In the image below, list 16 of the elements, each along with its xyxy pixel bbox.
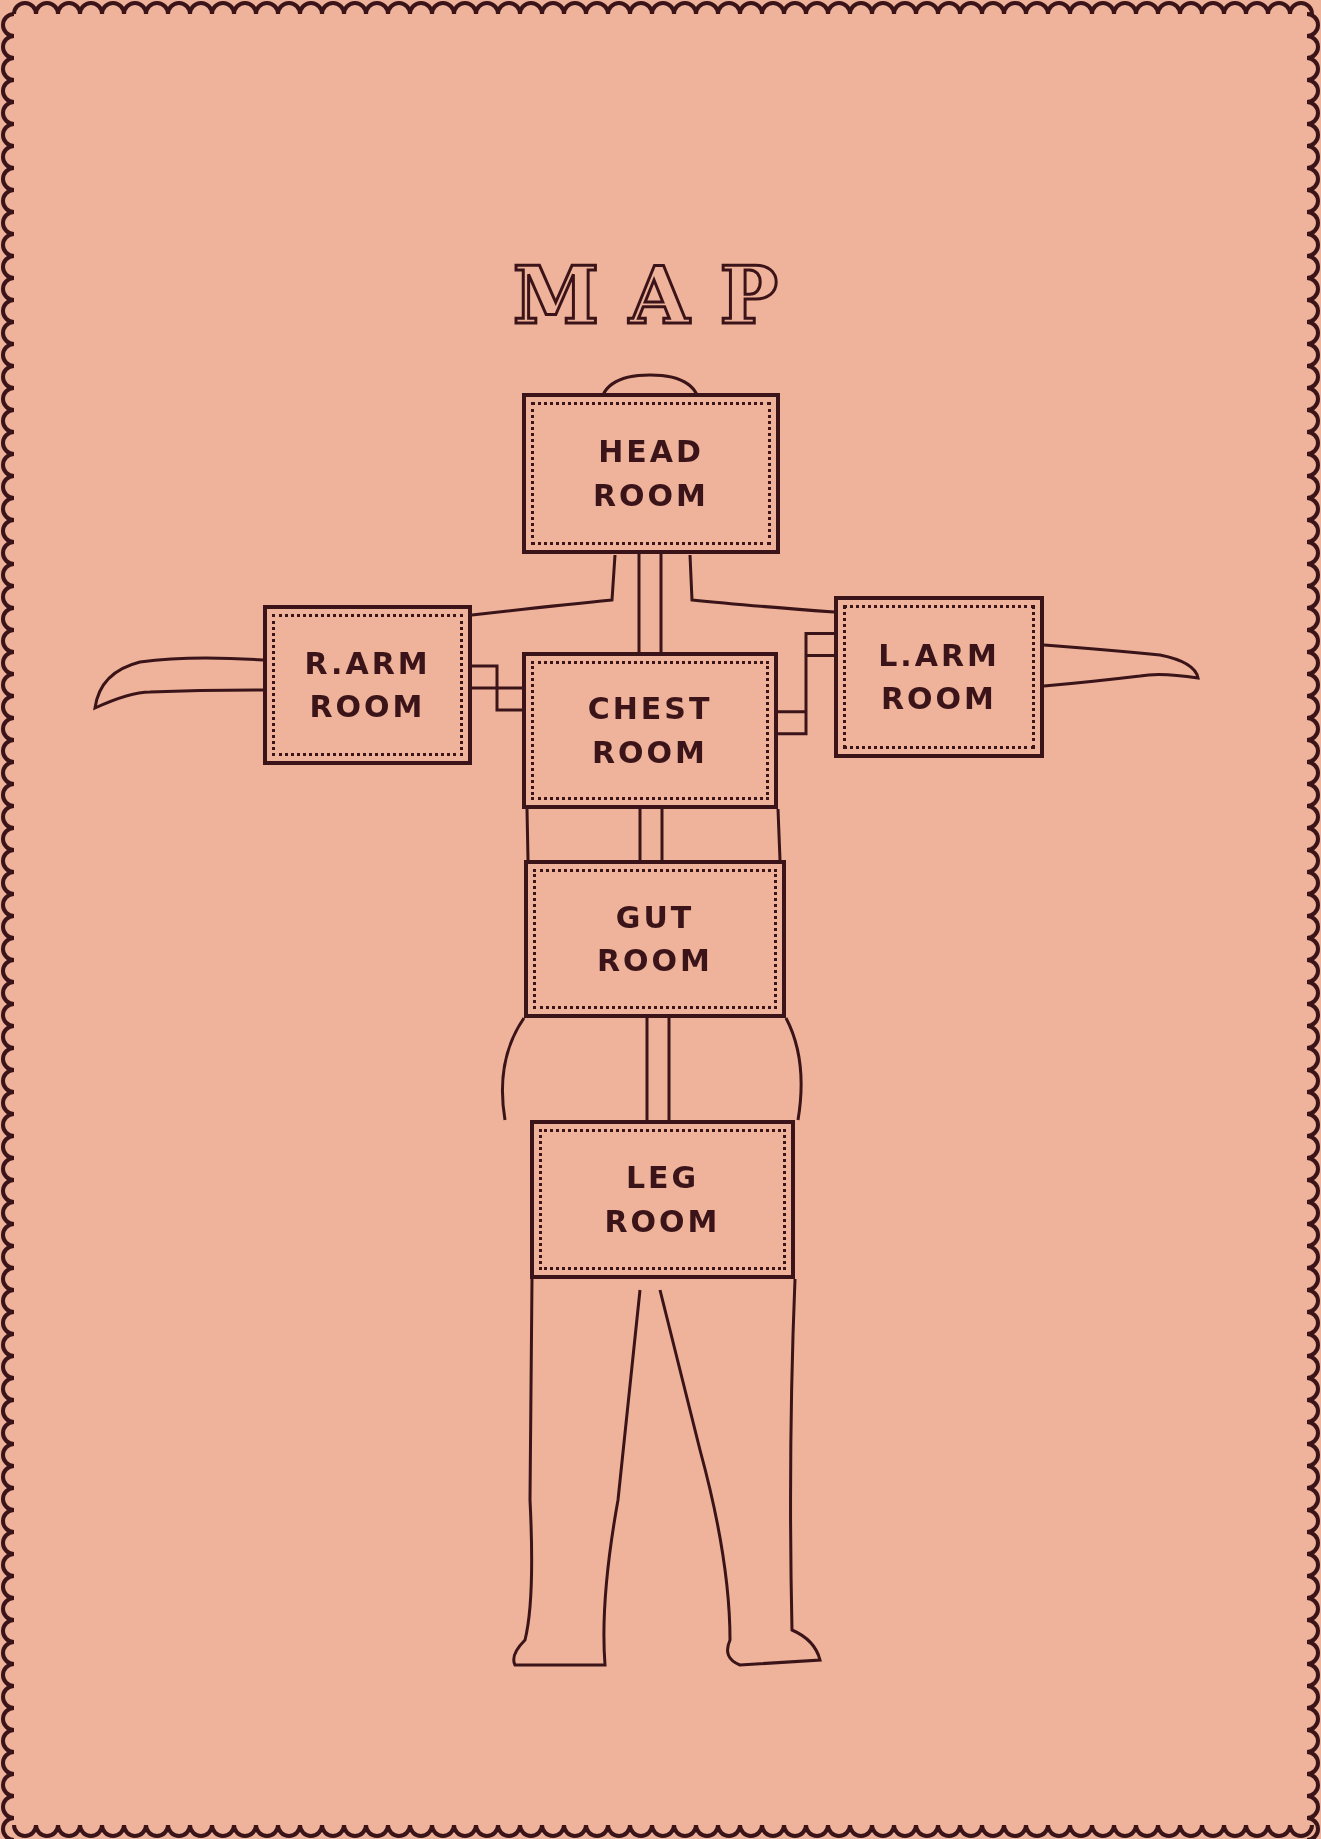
corridor-line [645,1016,671,1122]
corridor-line [638,807,664,862]
room-label: LEG ROOM [603,1159,722,1241]
room-label: GUT ROOM [596,898,714,980]
room-box [524,860,786,1018]
room-label: R.ARM ROOM [303,644,432,726]
room-box [522,393,780,554]
room-label: L.ARM ROOM [877,636,1001,718]
corridor-line [637,552,663,654]
room-label: HEAD ROOM [592,433,710,515]
room-box [834,596,1044,758]
room-label: CHEST ROOM [586,690,714,772]
map-title: MAP [512,250,809,341]
room-box [263,605,472,765]
room-box [530,1120,795,1279]
room-box [522,652,778,809]
